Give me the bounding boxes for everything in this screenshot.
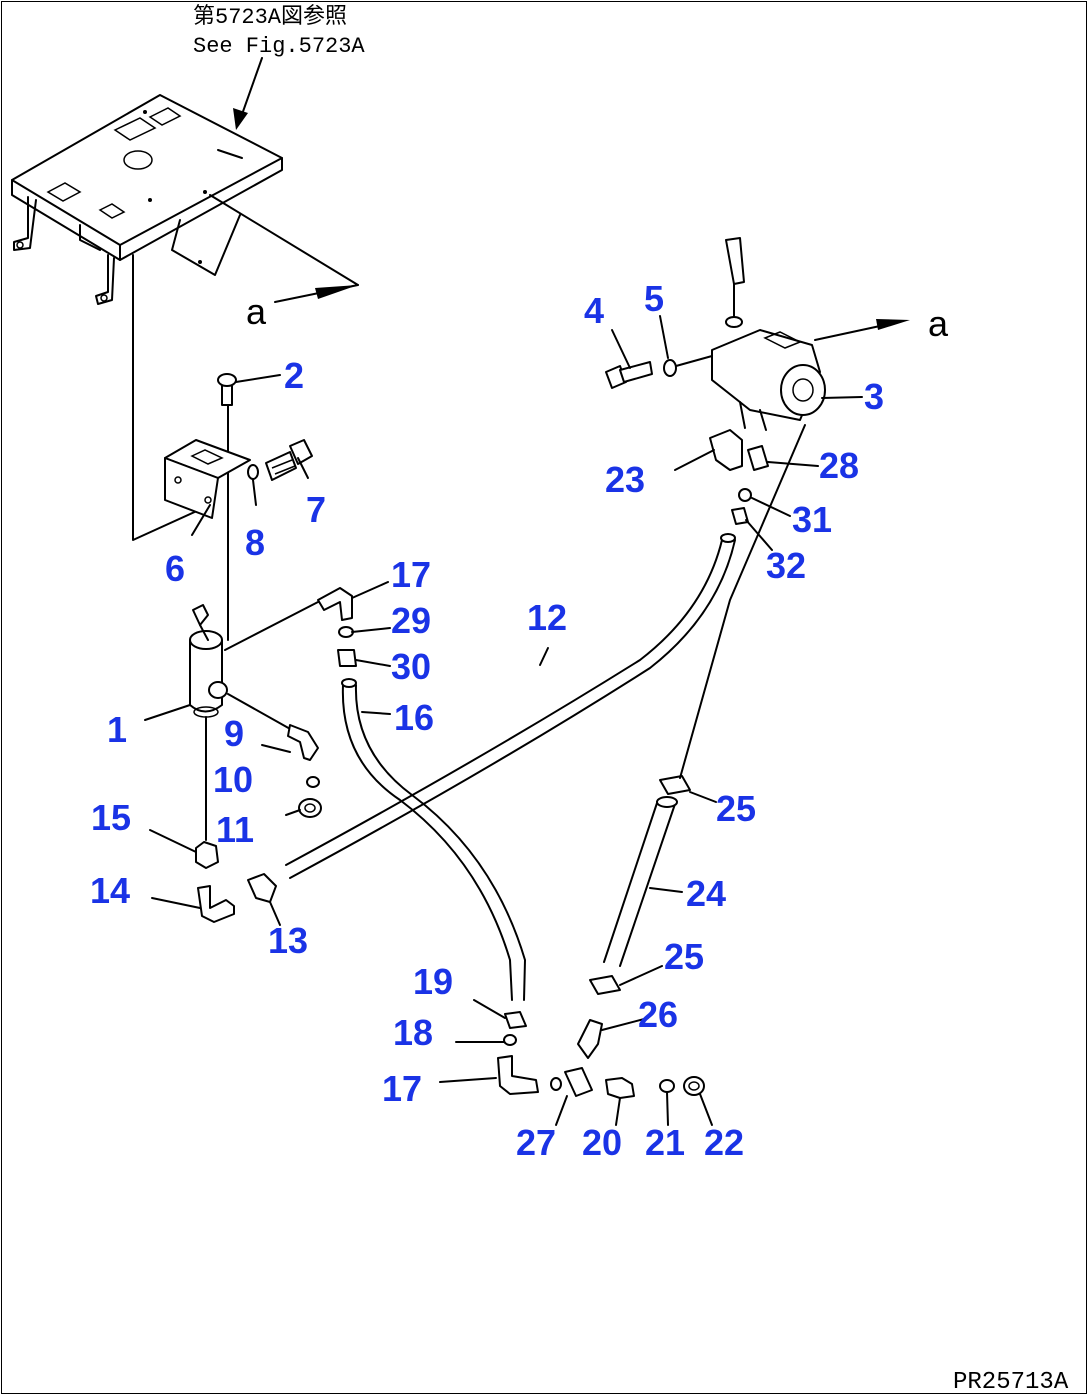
- part-4-bolt: [605, 361, 653, 389]
- part-25-clamp-top: [659, 775, 691, 795]
- callout-32: 32: [766, 545, 806, 586]
- callout-5: 5: [644, 278, 664, 319]
- reference-jp: 第5723A図参照: [193, 4, 347, 30]
- part-31-seal: [738, 488, 752, 502]
- callout-17-bottom: 17: [382, 1068, 422, 1109]
- callout-9: 9: [224, 713, 244, 754]
- view-letter-right: a: [928, 303, 949, 344]
- part-18-seal: [503, 1034, 517, 1046]
- part-16-hose-end: [341, 678, 357, 688]
- view-arrow-right: [814, 319, 910, 341]
- part-12-hose-end: [720, 533, 736, 543]
- callout-3: 3: [864, 376, 884, 417]
- part-1-valve: [189, 604, 228, 841]
- callout-1: 1: [107, 709, 127, 750]
- part-17-elbow-top: [224, 587, 353, 651]
- callout-11: 11: [216, 809, 254, 850]
- callout-25-bottom: 25: [664, 936, 704, 977]
- callout-26: 26: [638, 994, 678, 1035]
- callout-numbers: 1 2 3 4 5 6 7 8 9 10 11 12 13 14 15 16 1…: [90, 278, 884, 1163]
- part-15-fitting: [195, 841, 219, 869]
- callout-2: 2: [284, 355, 304, 396]
- callout-15: 15: [91, 797, 131, 838]
- part-29-seal: [338, 626, 354, 638]
- part-16-hose-a: [341, 684, 513, 1001]
- part-13-fitting: [247, 873, 277, 903]
- part-22-nut: [683, 1076, 705, 1096]
- part-27-tee: [550, 1067, 593, 1097]
- leader-lines: [144, 315, 863, 1126]
- floor-plate: [11, 94, 283, 305]
- part-23-fitting: [709, 429, 743, 471]
- part-12-hose-b: [289, 539, 736, 879]
- reference-en: See Fig.5723A: [193, 34, 365, 59]
- part-24-tube: [603, 796, 678, 967]
- callout-28: 28: [819, 445, 859, 486]
- view-letter-left: a: [246, 291, 267, 332]
- part-17-elbow-bottom: [497, 1055, 539, 1095]
- callout-27: 27: [516, 1122, 556, 1163]
- callout-18: 18: [393, 1012, 433, 1053]
- part-21-seal: [659, 1079, 675, 1093]
- callout-30: 30: [391, 646, 431, 687]
- part-20-fitting: [605, 1077, 635, 1099]
- callout-31: 31: [792, 499, 832, 540]
- part-10-ring: [306, 776, 320, 788]
- callout-24: 24: [686, 873, 726, 914]
- part-6-bracket: [164, 439, 251, 519]
- part-11-nut: [298, 798, 322, 818]
- pipe-leader-25: [679, 424, 806, 779]
- callout-21: 21: [645, 1122, 685, 1163]
- part-32-clamp: [731, 507, 749, 525]
- callout-4: 4: [584, 290, 604, 331]
- callout-25-top: 25: [716, 788, 756, 829]
- callout-16: 16: [394, 697, 434, 738]
- callout-20: 20: [582, 1122, 622, 1163]
- callout-22: 22: [704, 1122, 744, 1163]
- reference-arrow: [233, 57, 263, 130]
- part-12-hose-a: [285, 539, 723, 866]
- callout-19: 19: [413, 961, 453, 1002]
- callout-29: 29: [391, 600, 431, 641]
- part-7-bolt: [265, 439, 313, 481]
- callout-8: 8: [245, 522, 265, 563]
- drawing-code: PR25713A: [953, 1369, 1069, 1396]
- callout-10: 10: [213, 759, 253, 800]
- part-5-washer: [663, 359, 677, 377]
- part-14-elbow: [197, 885, 235, 923]
- callout-23: 23: [605, 459, 645, 500]
- part-9-elbow: [227, 693, 319, 761]
- part-25-clamp-bottom: [589, 975, 621, 995]
- callout-13: 13: [268, 920, 308, 961]
- callout-7: 7: [306, 489, 326, 530]
- part-16-hose-b: [354, 684, 526, 1001]
- bracket-leader: [132, 254, 211, 541]
- part-30-clamp: [337, 649, 357, 667]
- callout-17-top: 17: [391, 554, 431, 595]
- bolt-leader: [675, 355, 713, 367]
- callout-14: 14: [90, 870, 130, 911]
- part-8-washer: [247, 464, 259, 480]
- part-3-control-valve: [711, 237, 826, 431]
- callout-6: 6: [165, 548, 185, 589]
- part-19-clamp: [504, 1011, 527, 1029]
- view-arrow-left: [209, 194, 359, 303]
- part-28-fitting: [747, 445, 769, 471]
- part-26-check-valve: [577, 1019, 603, 1059]
- part-2-screw: [217, 373, 237, 641]
- callout-12: 12: [527, 597, 567, 638]
